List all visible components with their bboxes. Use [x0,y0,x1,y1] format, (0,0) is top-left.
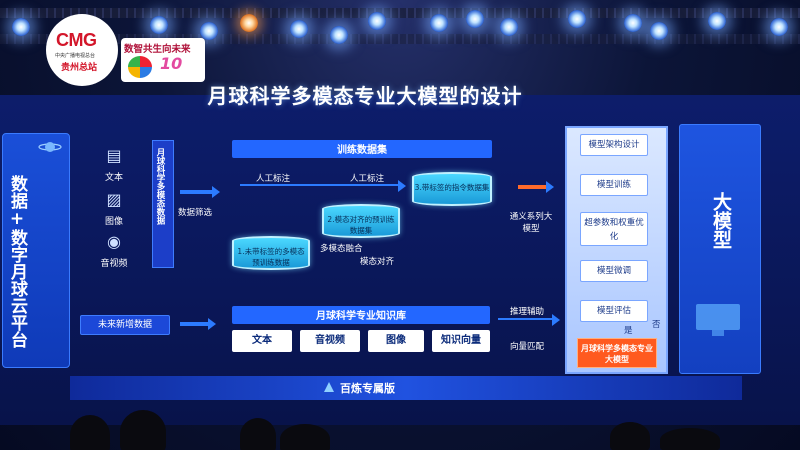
kb-item-knowledge-vector: 知识向量 [432,330,490,352]
knowledge-base-label: 月球科学专业知识库 [316,311,406,322]
flow-arrow [240,180,406,192]
audience-head [240,418,276,450]
audio-video-icon: ◉ [107,232,121,251]
lighting-truss [0,8,800,18]
stage-light [330,26,348,44]
model-step: 超参数和权重优化 [580,212,648,246]
training-dataset-header [232,140,492,158]
model-step: 模型架构设计 [580,134,648,156]
anniversary-number: 10 [160,54,183,73]
vector-match-label: 向量匹配 [510,342,545,352]
slide-title: 月球科学多模态专业大模型的设计 [207,84,523,108]
kb-item-image: 图像 [368,330,424,352]
inference-aid-label: 推理辅助 [510,307,545,317]
stage-light [12,18,30,36]
kb-item-audio-video: 音视频 [300,330,360,352]
source-label: 图像 [104,217,123,227]
final-model-box: 月球科学多模态专业大模型 [577,338,657,368]
data-filter-label: 数据筛选 [178,208,213,218]
dataset-cylinder: 2.模态对齐的预训练数据集 [322,204,400,238]
flow-arrow [498,314,560,326]
multimodal-corpus-box [152,140,174,268]
yes-label: 是 [624,326,633,336]
dataset-cylinder-label: 3.带标签的指令数据集 [414,183,490,192]
event-slogan: 数智共生向未来 [124,44,191,55]
future-data-box: 未来新增数据 [80,315,170,335]
multimodal-fusion-label: 多模态融合 [320,244,363,254]
stage-light [500,18,518,36]
model-step: 模型微调 [580,260,648,282]
model-pipeline-panel [565,126,668,374]
cmg-wordmark: CMG [56,30,97,50]
lighting-truss-lower [0,34,800,44]
dataset-cylinder-label: 2.模态对齐的预训练数据集 [327,215,395,235]
flow-arrow [518,181,554,193]
no-label: 否 [652,320,661,330]
document-icon: ▤ [106,146,122,165]
stage-light [568,10,586,28]
large-model-title: 大模型 [710,192,732,249]
model-step: 模型训练 [580,174,648,196]
stage-light [708,12,726,30]
image-icon: ▨ [106,190,122,209]
stage-light [240,14,258,32]
model-step-decision: 模型评估 [580,300,648,322]
manual-annotation-label: 人工标注 [256,174,291,184]
stage-light [770,18,788,36]
modal-alignment-label: 模态对齐 [360,257,395,267]
stage-light [290,20,308,38]
flow-arrow [180,186,220,198]
flow-arrow [180,318,216,330]
source-label: 文本 [104,173,123,183]
stage-light [466,10,484,28]
footer-label: 百炼专属版 [340,382,395,395]
manual-annotation-label: 人工标注 [350,174,385,184]
bailian-icon [324,382,334,392]
audience-head [70,415,110,450]
source-label: 音视频 [100,259,128,269]
data-platform-panel [2,133,70,368]
stage-light [150,16,168,34]
data-platform-title: 数据+数字月球云平台 [7,175,27,348]
audience-head [280,424,330,450]
dataset-cylinder: 3.带标签的指令数据集 [412,172,492,206]
stage-light [430,14,448,32]
stage-light [624,14,642,32]
audience-head [660,428,720,450]
dataset-cylinder-label: 1.未带标签的多模态预训练数据 [237,247,305,267]
footer-bar [70,376,742,400]
monitor-icon [696,304,740,336]
stage-light [650,22,668,40]
planet-icon [38,142,62,152]
station-name: 贵州总站 [61,63,98,73]
audience-head [610,422,650,450]
training-dataset-label: 训练数据集 [337,145,387,156]
broadcaster-logo [46,14,118,86]
multimodal-corpus-label: 月球科学多模态数据 [155,148,165,225]
base-model-label: 通义系列大模型 [509,212,553,234]
org-name: 中央广播电视总台 [55,53,96,59]
kb-item-text: 文本 [232,330,292,352]
audience-head [120,410,166,450]
stage-light [200,22,218,40]
dataset-cylinder: 1.未带标签的多模态预训练数据 [232,236,310,270]
stage-light [368,12,386,30]
knowledge-base-header [232,306,490,324]
event-logo-icon [128,56,152,78]
